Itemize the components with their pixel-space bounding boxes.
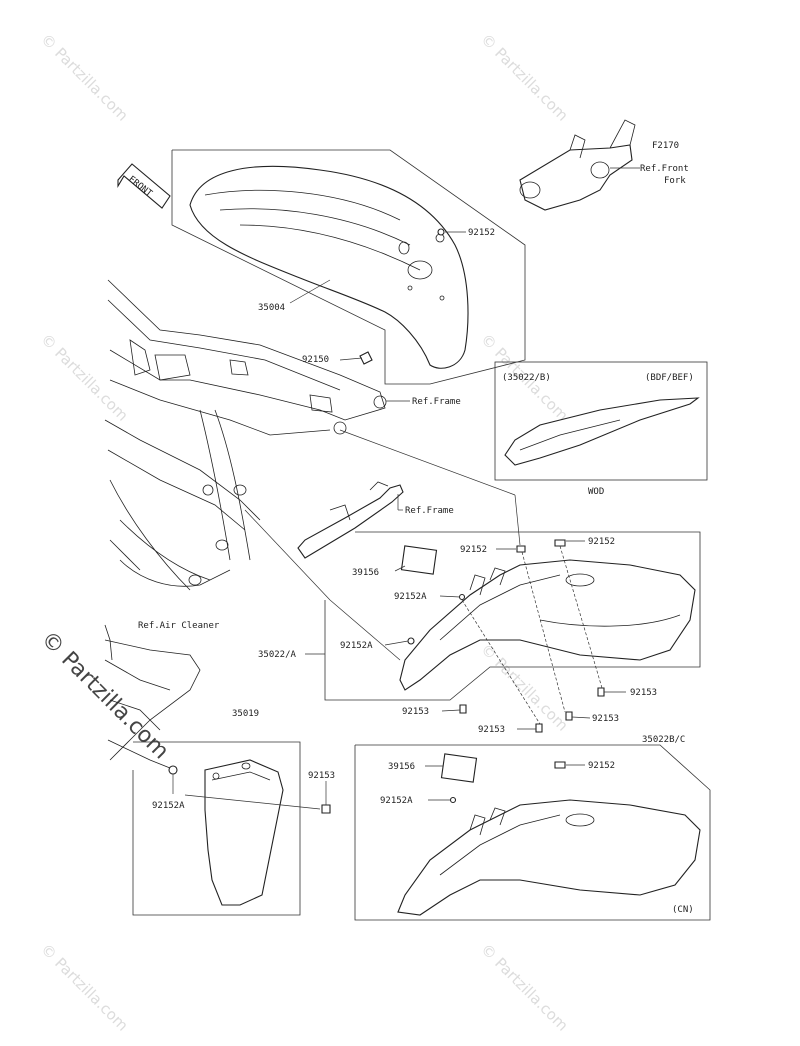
label-ref-air-cleaner: Ref.Air Cleaner xyxy=(138,621,220,631)
air-cleaner-reference xyxy=(104,624,201,771)
label-ref-front-fork-line2: Fork xyxy=(664,176,686,186)
inset-fender-35022B xyxy=(504,397,700,466)
watermark-text: © Partzilla.com xyxy=(37,940,132,1035)
motorcycle-frame xyxy=(104,279,387,591)
frame-rail-piece xyxy=(297,481,404,559)
bolt-92153-c xyxy=(535,723,543,733)
label-92153-d: 92153 xyxy=(592,714,619,724)
label-92152-mid: 92152 xyxy=(460,545,487,555)
label-35022BC: 35022B/C xyxy=(642,735,685,745)
nut-92152-low xyxy=(554,761,566,769)
nut-92152-right xyxy=(554,539,566,547)
label-cn: (CN) xyxy=(672,905,694,915)
inset-35022B-box xyxy=(494,361,708,481)
label-92153-b: 92153 xyxy=(402,707,429,717)
bolt-92153-d xyxy=(565,711,573,721)
label-ref-front-fork: Ref.Front Fork xyxy=(640,164,694,186)
front-fork-bracket xyxy=(519,119,636,211)
fender-group-outline xyxy=(171,149,526,385)
watermark-text: © Partzilla.com xyxy=(477,640,572,735)
label-92152A-c: 92152A xyxy=(152,801,185,811)
rear-fender-35022BC xyxy=(397,799,701,916)
label-inset-caption: WOD xyxy=(588,487,604,497)
bolt-92153-a xyxy=(597,687,605,697)
plate-39156-b xyxy=(440,753,478,783)
grommet-92152A-c xyxy=(168,765,178,775)
plate-39156-a xyxy=(400,545,438,575)
label-92152A-d: 92152A xyxy=(380,796,413,806)
grommet-92152A-d xyxy=(449,796,457,804)
watermark-text: © Partzilla.com xyxy=(477,30,572,125)
rear-fender-A-outline xyxy=(324,531,701,701)
bolt-92153-e xyxy=(321,804,331,814)
label-inset-variant: (BDF/BEF) xyxy=(645,373,694,383)
label-ref-front-fork-line1: Ref.Front xyxy=(640,164,689,174)
label-92153-c: 92153 xyxy=(478,725,505,735)
label-92152-right: 92152 xyxy=(588,537,615,547)
label-39156-a: 39156 xyxy=(352,568,379,578)
rear-fender-35022A xyxy=(399,559,696,691)
watermark-text-main: © Partzilla.com xyxy=(36,627,174,765)
bolt-92150 xyxy=(359,351,373,365)
rear-fender-BC-outline xyxy=(354,744,711,921)
label-92152-low: 92152 xyxy=(588,761,615,771)
part-labels: F2170 Ref.Front Fork 92152 35004 92150 R… xyxy=(138,141,694,915)
frame-to-fender-guides xyxy=(244,429,521,661)
front-arrow: FRONT xyxy=(117,163,171,209)
flap-35019-outline xyxy=(132,741,301,916)
label-ref-frame-1: Ref.Frame xyxy=(412,397,461,407)
watermark-text: © Partzilla.com xyxy=(477,940,572,1035)
label-35019: 35019 xyxy=(232,709,259,719)
label-92150: 92150 xyxy=(302,355,329,365)
label-92153-a: 92153 xyxy=(630,688,657,698)
watermark-text: © Partzilla.com xyxy=(37,30,132,125)
label-35022A: 35022/A xyxy=(258,650,297,660)
grommet-92152A-a xyxy=(458,593,466,601)
label-92152-top: 92152 xyxy=(468,228,495,238)
front-fender xyxy=(189,165,469,369)
nut-92152-mid xyxy=(516,545,526,553)
leader-lines xyxy=(172,167,640,810)
label-35004: 35004 xyxy=(258,303,285,313)
bolt-92152-top xyxy=(437,228,445,236)
label-F2170: F2170 xyxy=(652,141,679,151)
dashed-guides xyxy=(461,545,603,725)
label-92153-e: 92153 xyxy=(308,771,335,781)
mud-flap-35019 xyxy=(204,759,284,906)
watermark-text: © Partzilla.com xyxy=(37,330,132,425)
label-92152A-a: 92152A xyxy=(394,592,427,602)
label-92152A-b: 92152A xyxy=(340,641,373,651)
label-ref-frame-2: Ref.Frame xyxy=(405,506,454,516)
bolt-92153-b xyxy=(459,704,467,714)
label-inset-code: (35022/B) xyxy=(502,373,551,383)
grommet-92152A-b xyxy=(407,637,415,645)
label-39156-b: 39156 xyxy=(388,762,415,772)
